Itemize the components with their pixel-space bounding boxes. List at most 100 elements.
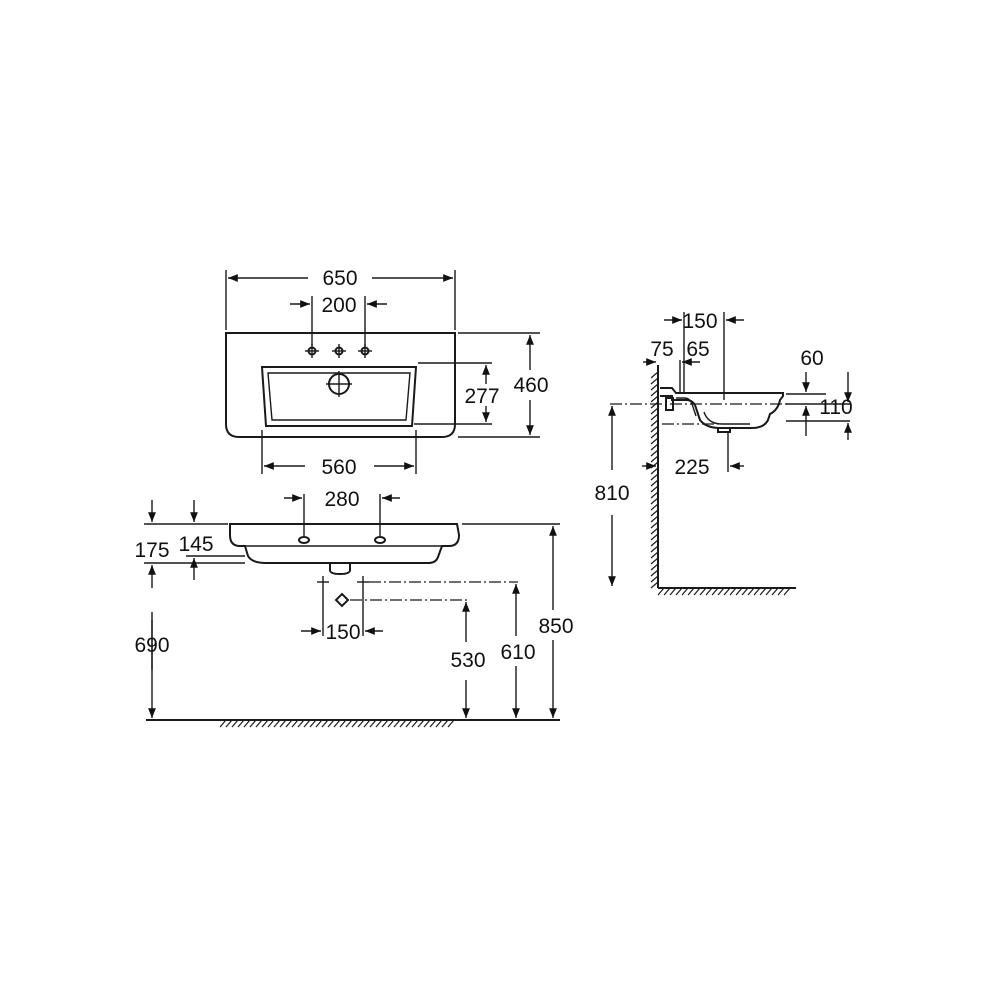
- floor-hatch-front: [219, 719, 455, 728]
- hatch-stroke: [650, 425, 659, 433]
- hatch-stroke: [423, 719, 431, 728]
- hatch-stroke: [650, 503, 659, 511]
- dim-200: 200: [321, 294, 356, 317]
- hatch-stroke: [273, 719, 281, 728]
- hatch-stroke: [650, 497, 659, 505]
- hatch-stroke: [357, 719, 365, 728]
- hatch-stroke: [650, 437, 659, 445]
- hatch-stroke: [650, 551, 659, 559]
- hatch-stroke: [650, 527, 659, 535]
- hatch-stroke: [663, 587, 671, 596]
- hatch-stroke: [735, 587, 743, 596]
- hatch-stroke: [650, 539, 659, 547]
- bowl-inner-top: [267, 372, 411, 421]
- hatch-stroke: [650, 509, 659, 517]
- hatch-stroke: [291, 719, 299, 728]
- hatch-stroke: [765, 587, 773, 596]
- basin-outline-top: [225, 332, 456, 438]
- hatch-stroke: [650, 467, 659, 475]
- dim-690: 690: [134, 634, 169, 657]
- top-view: 650 200 277 460 560: [225, 267, 549, 479]
- hatch-stroke: [783, 587, 791, 596]
- hatch-stroke: [650, 389, 659, 397]
- hatch-stroke: [231, 719, 239, 728]
- hatch-stroke: [650, 419, 659, 427]
- hatch-stroke: [650, 515, 659, 523]
- hatch-stroke: [729, 587, 737, 596]
- hatch-stroke: [747, 587, 755, 596]
- hatch-stroke: [387, 719, 395, 728]
- dim-145: 145: [178, 533, 213, 556]
- hatch-stroke: [753, 587, 761, 596]
- dim-65: 65: [686, 338, 709, 361]
- hatch-stroke: [650, 371, 659, 379]
- hatch-stroke: [285, 719, 293, 728]
- hatch-stroke: [435, 719, 443, 728]
- hatch-stroke: [650, 383, 659, 391]
- dim-225: 225: [674, 456, 709, 479]
- hatch-stroke: [303, 719, 311, 728]
- supply-point-icons: [317, 576, 369, 608]
- hatch-stroke: [711, 587, 719, 596]
- hatch-stroke: [339, 719, 347, 728]
- hatch-stroke: [650, 413, 659, 421]
- hatch-stroke: [650, 407, 659, 415]
- hatch-stroke: [363, 719, 371, 728]
- hatch-stroke: [219, 719, 227, 728]
- hatch-stroke: [333, 719, 341, 728]
- hatch-stroke: [351, 719, 359, 728]
- hatch-stroke: [279, 719, 287, 728]
- hatch-stroke: [375, 719, 383, 728]
- hatch-stroke: [669, 587, 677, 596]
- hatch-stroke: [650, 479, 659, 487]
- basin-profile-side: [660, 387, 784, 429]
- hatch-stroke: [267, 719, 275, 728]
- hatch-stroke: [225, 719, 233, 728]
- fixing-hole-right-icon: [374, 536, 386, 544]
- hatch-stroke: [777, 587, 785, 596]
- fixing-hole-left-icon: [298, 536, 310, 544]
- hatch-stroke: [309, 719, 317, 728]
- basin-outline-front: [229, 523, 461, 564]
- hatch-stroke: [650, 485, 659, 493]
- hatch-stroke: [393, 719, 401, 728]
- hatch-stroke: [657, 587, 665, 596]
- dim-110: 110: [819, 396, 852, 419]
- dim-60: 60: [800, 347, 823, 370]
- dim-810: 810: [594, 482, 629, 505]
- hatch-stroke: [650, 401, 659, 409]
- hatch-stroke: [411, 719, 419, 728]
- dim-277: 277: [464, 385, 499, 408]
- dim-560: 560: [321, 456, 356, 479]
- dim-150-front: 150: [325, 621, 360, 644]
- hatch-stroke: [650, 581, 659, 589]
- hatch-stroke: [650, 377, 659, 385]
- hatch-stroke: [771, 587, 779, 596]
- dim-850: 850: [538, 615, 573, 638]
- dim-175: 175: [134, 539, 169, 562]
- hatch-stroke: [399, 719, 407, 728]
- hatch-stroke: [255, 719, 263, 728]
- hatch-stroke: [675, 587, 683, 596]
- hatch-stroke: [315, 719, 323, 728]
- hatch-stroke: [741, 587, 749, 596]
- hatch-stroke: [243, 719, 251, 728]
- hatch-stroke: [345, 719, 353, 728]
- hatch-stroke: [650, 449, 659, 457]
- hatch-stroke: [650, 443, 659, 451]
- hatch-stroke: [417, 719, 425, 728]
- hatch-stroke: [650, 455, 659, 463]
- hatch-stroke: [699, 587, 707, 596]
- tap-hole-icons: [305, 344, 372, 358]
- hatch-stroke: [705, 587, 713, 596]
- hatch-stroke: [687, 587, 695, 596]
- hatch-stroke: [717, 587, 725, 596]
- hatch-stroke: [405, 719, 413, 728]
- hatch-stroke: [650, 557, 659, 565]
- hatch-stroke: [723, 587, 731, 596]
- hatch-stroke: [327, 719, 335, 728]
- floor-hatch-side: [657, 587, 791, 596]
- hatch-stroke: [650, 473, 659, 481]
- hatch-stroke: [441, 719, 449, 728]
